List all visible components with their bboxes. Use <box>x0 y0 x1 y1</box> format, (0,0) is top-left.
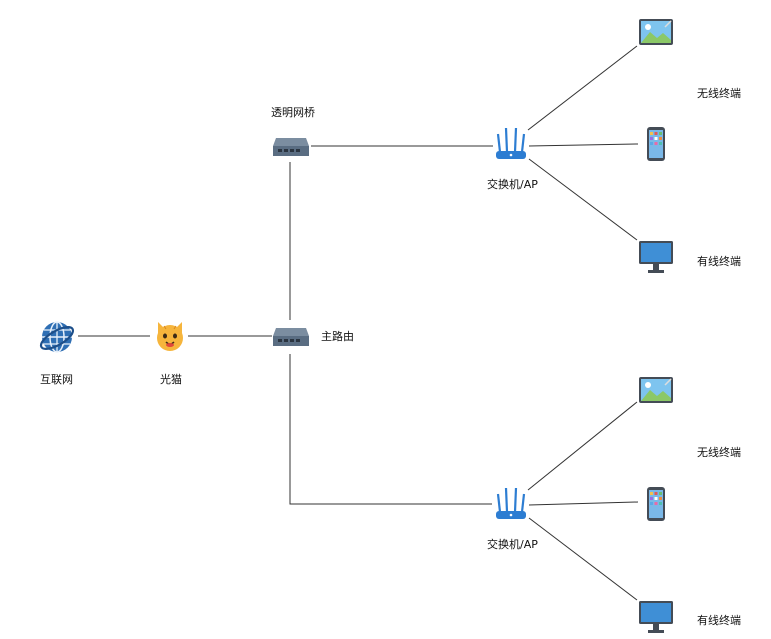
router-box-icon <box>273 138 309 156</box>
phone-icon <box>647 127 665 161</box>
globe-icon <box>39 321 75 353</box>
link-ap-top-phone <box>528 143 639 147</box>
wireless-bottom-label: 无线终端 <box>697 446 741 459</box>
router-box-icon <box>273 328 309 346</box>
link-router-ap-bottom <box>289 354 492 505</box>
link-ap-top-tablet <box>527 45 638 131</box>
link-ap-top-monitor <box>528 158 638 241</box>
tablet-icon <box>639 19 673 45</box>
bridge-label: 透明网桥 <box>271 106 315 119</box>
ap-bottom-label: 交换机/AP <box>487 538 538 551</box>
tablet-icon <box>639 377 673 403</box>
link-ap-bottom-phone <box>528 501 639 506</box>
wifi-router-icon <box>496 487 526 519</box>
main-router-label: 主路由 <box>321 330 354 343</box>
wired-bottom-label: 有线终端 <box>697 614 741 627</box>
wifi-router-icon <box>496 127 526 159</box>
wired-top-label: 有线终端 <box>697 255 741 268</box>
link-ap-bottom-tablet <box>527 401 638 491</box>
internet-label: 互联网 <box>40 373 73 386</box>
monitor-icon <box>639 601 673 633</box>
monitor-icon <box>639 241 673 273</box>
phone-icon <box>647 487 665 521</box>
link-ap-bottom-monitor <box>528 517 638 601</box>
cat-modem-icon <box>157 322 183 351</box>
modem-label: 光猫 <box>160 373 182 386</box>
ap-top-label: 交换机/AP <box>487 178 538 191</box>
wireless-top-label: 无线终端 <box>697 87 741 100</box>
